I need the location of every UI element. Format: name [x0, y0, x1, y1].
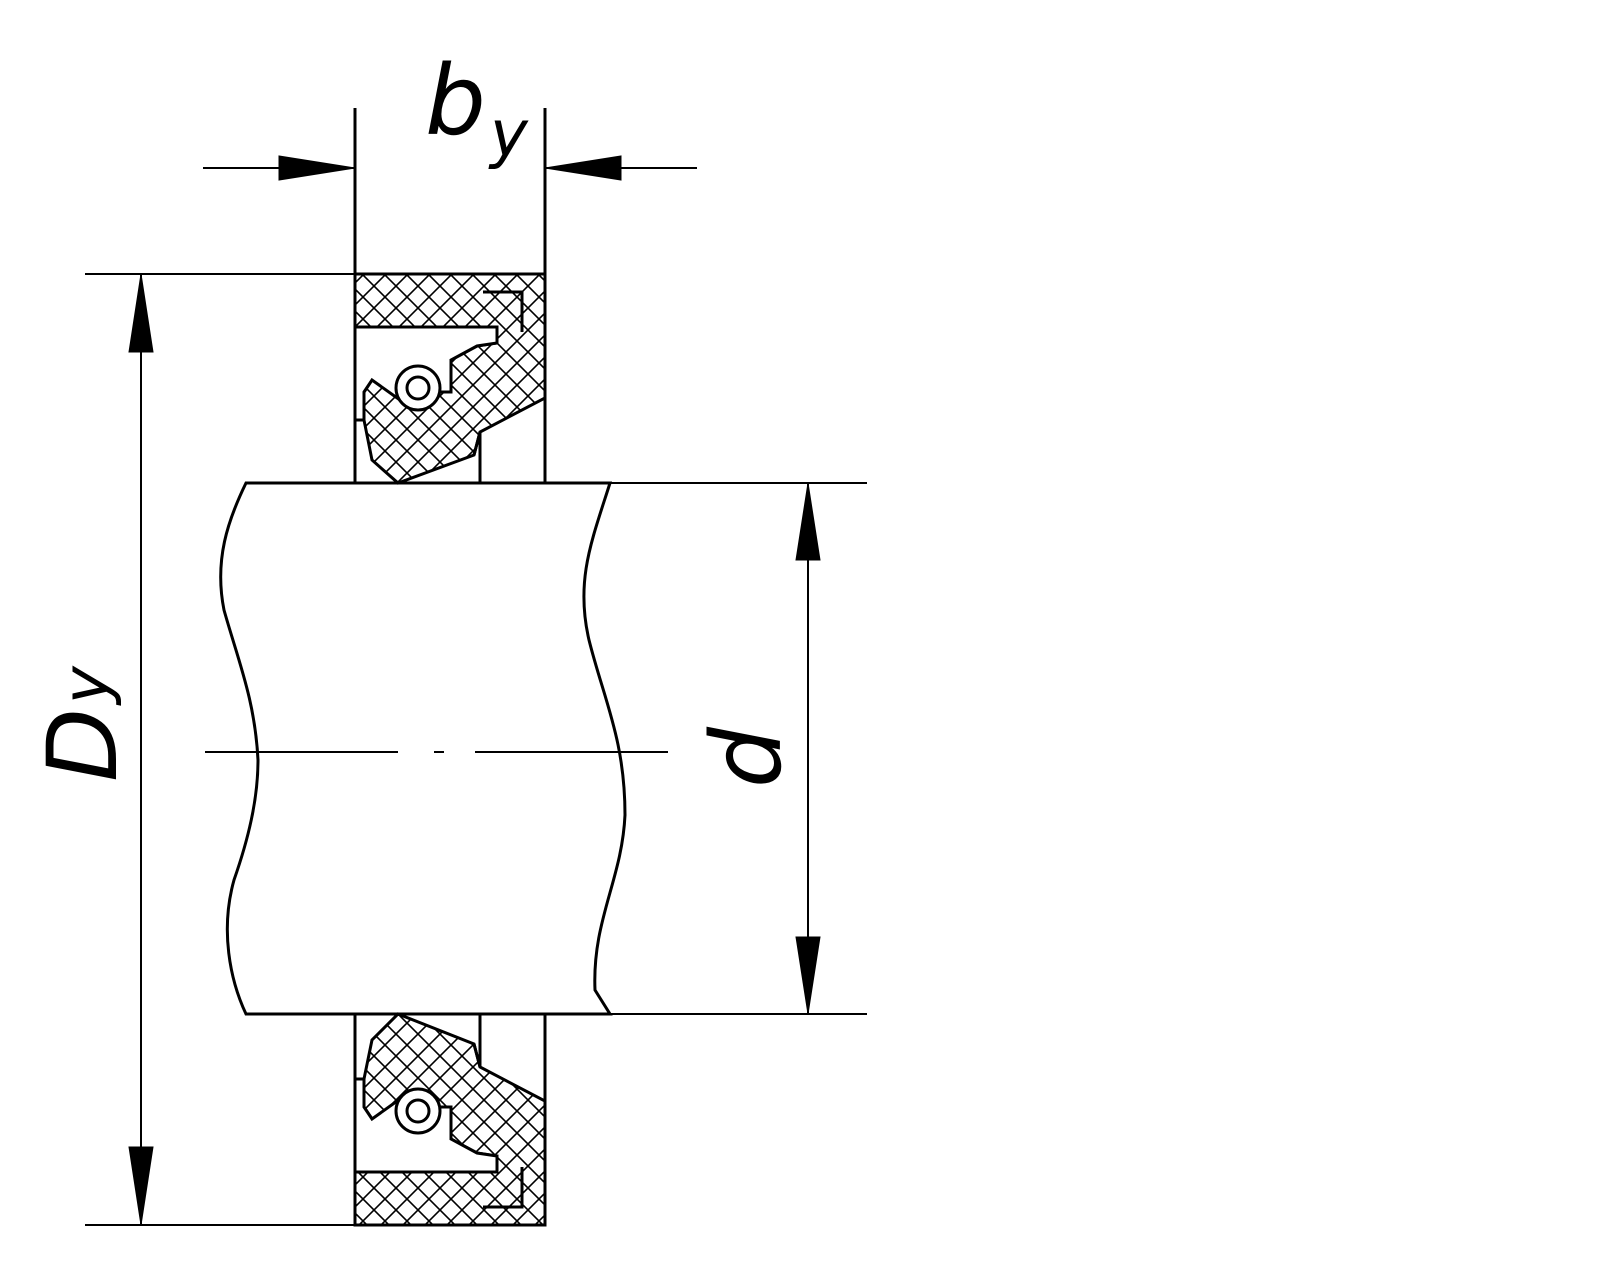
- outer-diameter-label-subscript: y: [50, 665, 124, 706]
- seal-section-bottom: [353, 1012, 547, 1227]
- seal-case-top: [483, 290, 524, 332]
- width-label-subscript: y: [488, 98, 529, 172]
- outer-diameter-label: Dy: [27, 665, 139, 782]
- garter-spring-bottom-inner: [405, 1098, 431, 1124]
- outer-arrow-top: [128, 273, 154, 353]
- outer-diameter-dimension: [85, 273, 355, 1226]
- shaft-body: [219, 481, 627, 1016]
- shaft-diameter-dimension: [610, 482, 867, 1015]
- shaft-diameter-label-main: d: [691, 726, 803, 788]
- width-label-main: b: [425, 45, 486, 157]
- shaft-arrow-bottom: [795, 936, 821, 1015]
- shaft-diameter-label: d: [691, 726, 803, 788]
- garter-spring-top-inner: [405, 375, 431, 401]
- width-arrow-left: [278, 155, 356, 181]
- width-arrow-right: [544, 155, 622, 181]
- outer-arrow-bottom: [128, 1146, 154, 1226]
- width-label: by: [425, 45, 529, 172]
- shaft-arrow-top: [795, 482, 821, 561]
- seal-section-top: [353, 272, 547, 485]
- seal-case-bottom: [483, 1167, 524, 1209]
- outer-diameter-label-main: D: [27, 708, 139, 782]
